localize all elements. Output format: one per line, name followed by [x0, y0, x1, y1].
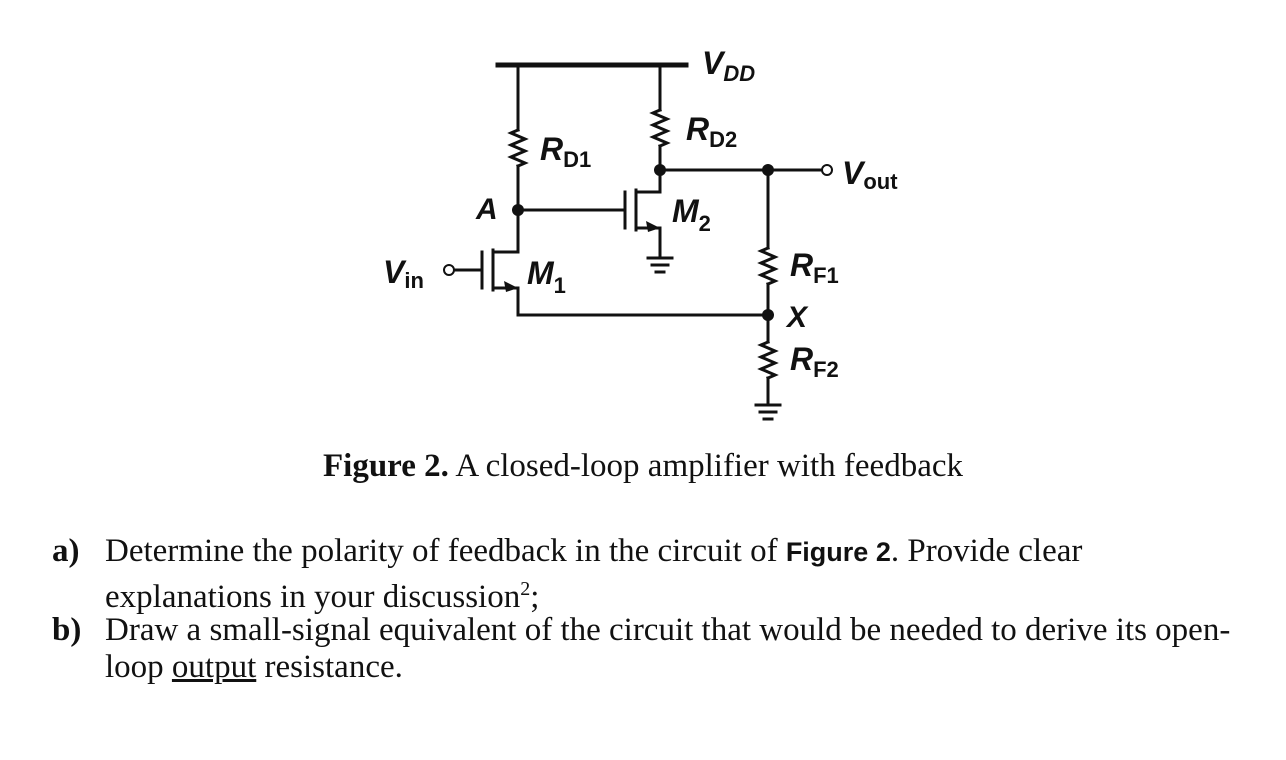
- question-a: a) Determine the polarity of feedback in…: [52, 533, 1252, 616]
- vout-terminal: [821, 164, 833, 176]
- figure-reference: Figure 2: [785, 537, 891, 567]
- node-x-dot: [762, 309, 774, 321]
- node-a-label: A: [475, 193, 498, 226]
- vin-terminal: [443, 264, 455, 276]
- rd1-resistor: [507, 128, 529, 168]
- drain-m2-dot: [654, 164, 666, 176]
- footnote-marker: 2: [520, 578, 531, 600]
- question-b: b) Draw a small-signal equivalent of the…: [52, 612, 1252, 686]
- rd2-resistor: [649, 108, 671, 148]
- m1-label: M1: [527, 255, 566, 298]
- m1-source-arrow: [504, 281, 518, 292]
- node-x-label: X: [785, 301, 809, 334]
- node-a-dot: [512, 204, 524, 216]
- question-a-text3: ;: [530, 579, 540, 615]
- rf2-label: RF2: [790, 341, 839, 382]
- vout-label: Vout: [842, 155, 898, 194]
- vin-label: Vin: [383, 254, 424, 293]
- question-b-underlined: output: [171, 649, 257, 685]
- m2-label: M2: [672, 193, 711, 236]
- rf1-label: RF1: [790, 247, 839, 288]
- question-a-marker: a): [52, 533, 80, 569]
- figure-caption-label: Figure 2.: [323, 448, 449, 484]
- figure-caption: Figure 2. A closed-loop amplifier with f…: [0, 448, 1286, 485]
- m2-source-arrow: [646, 221, 660, 232]
- question-b-marker: b): [52, 612, 82, 648]
- question-b-text2: resistance.: [256, 649, 403, 685]
- rf2-resistor: [757, 340, 779, 380]
- question-a-text1: Determine the polarity of feedback in th…: [105, 533, 786, 569]
- circuit-diagram: VDD RD2 RD1 Vout A M2 Vin M1 RF1 X RF2: [383, 45, 898, 421]
- rd2-label: RD2: [686, 111, 737, 152]
- question-b-text1: Draw a small-signal equivalent of the ci…: [105, 612, 1231, 685]
- vout-dot: [762, 164, 774, 176]
- rf1-resistor: [757, 246, 779, 286]
- rd1-label: RD1: [540, 131, 591, 172]
- figure-caption-text: A closed-loop amplifier with feedback: [448, 448, 963, 484]
- vdd-label: VDD: [702, 45, 755, 86]
- question-a-text2: . Provide clear explanations in your dis…: [105, 533, 1083, 615]
